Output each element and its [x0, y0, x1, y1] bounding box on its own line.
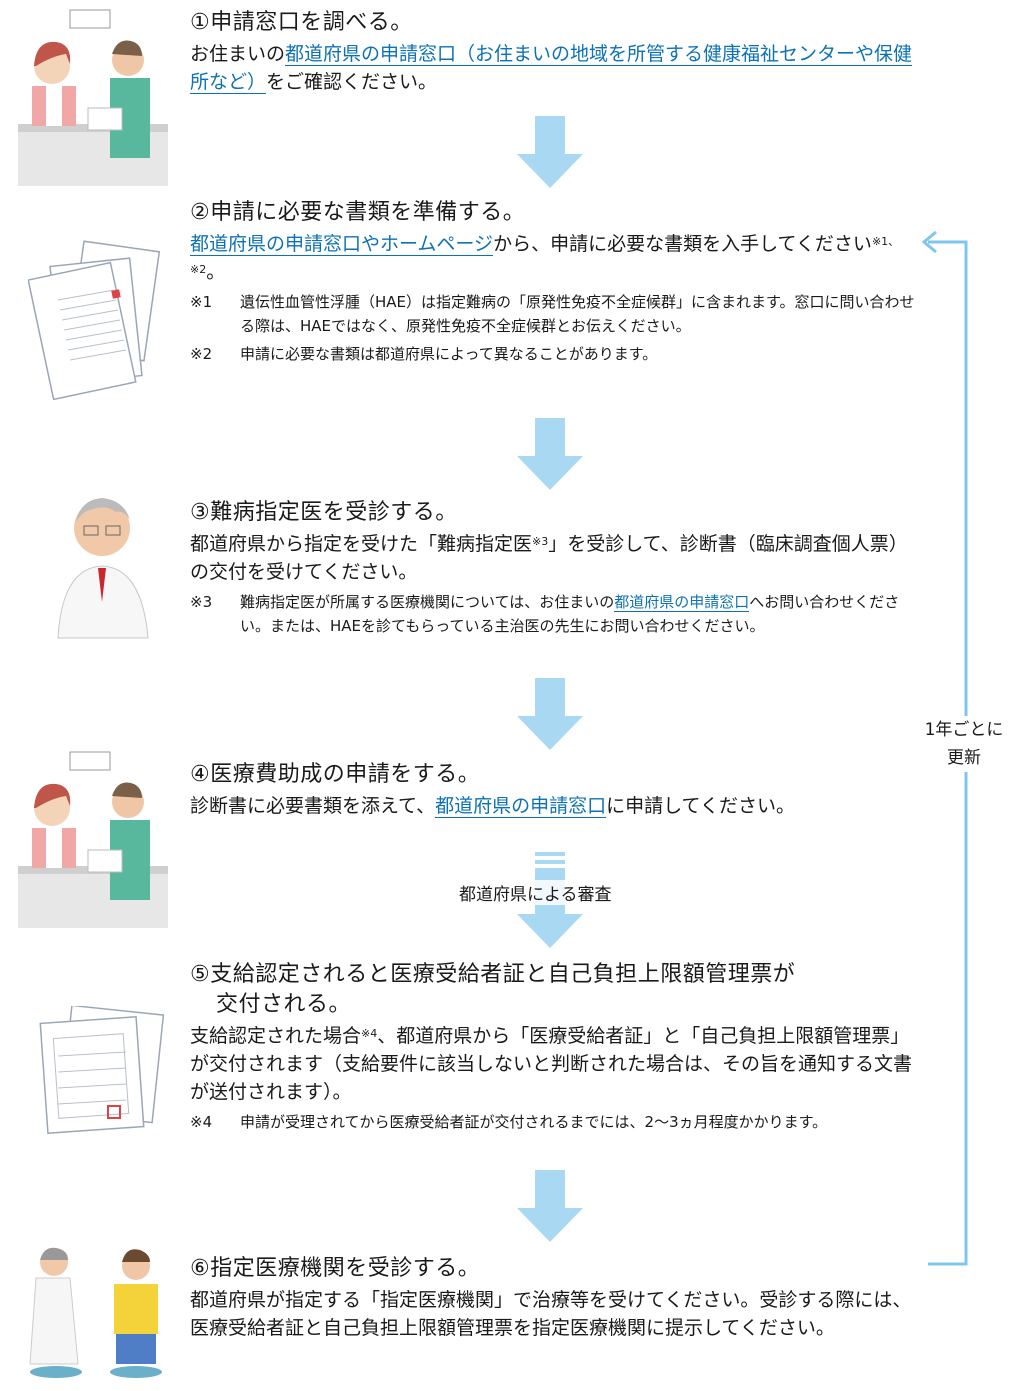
- step-title: ⑥指定医療機関を受診する。: [190, 1256, 481, 1281]
- renewal-label-line2: 更新: [947, 748, 981, 768]
- renewal-label: 1年ごとに 更新: [914, 716, 1014, 772]
- step-body: 都道府県が指定する「指定医療機関」で治療等を受けてください。受診する際には、医療…: [190, 1289, 912, 1339]
- step-body: 診断書に必要書類を添えて、都道府県の申請窓口に申請してください。: [190, 795, 795, 818]
- step-5: ⑤支給認定されると医療受給者証と自己負担上限額管理票が交付される。 支給認定され…: [190, 960, 920, 1134]
- consultation-illustration: [29, 1247, 162, 1378]
- prefecture-window-link[interactable]: 都道府県の申請窓口: [435, 795, 607, 818]
- step-3: ③難病指定医を受診する。 都道府県から指定を受けた「難病指定医※3」を受診して、…: [190, 498, 920, 638]
- review-label: 都道府県による審査: [456, 880, 615, 905]
- step-6: ⑥指定医療機関を受診する。 都道府県が指定する「指定医療機関」で治療等を受けてく…: [190, 1254, 920, 1342]
- prefecture-window-link[interactable]: 都道府県の申請窓口（お住まいの地域を所管する健康福祉センターや保健所など）: [190, 43, 913, 94]
- prefecture-window-homepage-link[interactable]: 都道府県の申請窓口やホームページ: [190, 233, 494, 256]
- step-title: ④医療費助成の申請をする。: [190, 762, 481, 787]
- down-arrow-5: [517, 1170, 583, 1242]
- step-title: ①申請窓口を調べる。: [190, 10, 413, 35]
- step-1: ①申請窓口を調べる。 お住まいの都道府県の申請窓口（お住まいの地域を所管する健康…: [190, 8, 920, 96]
- step-title: ⑤支給認定されると医療受給者証と自己負担上限額管理票が交付される。: [190, 962, 796, 1017]
- certificates-illustration: [39, 1006, 165, 1135]
- renewal-label-line1: 1年ごとに: [924, 720, 1004, 740]
- step-2: ②申請に必要な書類を準備する。 都道府県の申請窓口やホームページから、申請に必要…: [190, 198, 920, 366]
- step-title: ③難病指定医を受診する。: [190, 500, 458, 525]
- down-arrow-1: [517, 116, 583, 188]
- step-title: ②申請に必要な書類を準備する。: [190, 200, 526, 225]
- footnote-ref: ※1、※2: [190, 235, 900, 276]
- counter-illustration-2: [18, 751, 168, 928]
- footnote-ref: ※3: [532, 535, 549, 548]
- documents-illustration: [28, 240, 161, 400]
- step-4: ④医療費助成の申請をする。 診断書に必要書類を添えて、都道府県の申請窓口に申請し…: [190, 760, 920, 820]
- step-body: お住まいの都道府県の申請窓口（お住まいの地域を所管する健康福祉センターや保健所な…: [190, 43, 913, 94]
- down-arrow-2: [517, 418, 583, 490]
- step-body: 都道府県の申請窓口やホームページから、申請に必要な書類を入手してください※1、※…: [190, 233, 900, 283]
- footnote-ref: ※4: [361, 1027, 378, 1040]
- prefecture-window-link[interactable]: 都道府県の申請窓口: [614, 593, 750, 612]
- down-arrow-3: [517, 678, 583, 750]
- step-body: 都道府県から指定を受けた「難病指定医※3」を受診して、診断書（臨床調査個人票）の…: [190, 533, 908, 583]
- doctor-illustration: [57, 498, 149, 639]
- counter-illustration-1: [18, 9, 168, 186]
- step-body: 支給認定された場合※4、都道府県から「医療受給者証」と「自己負担上限額管理票」が…: [190, 1025, 913, 1103]
